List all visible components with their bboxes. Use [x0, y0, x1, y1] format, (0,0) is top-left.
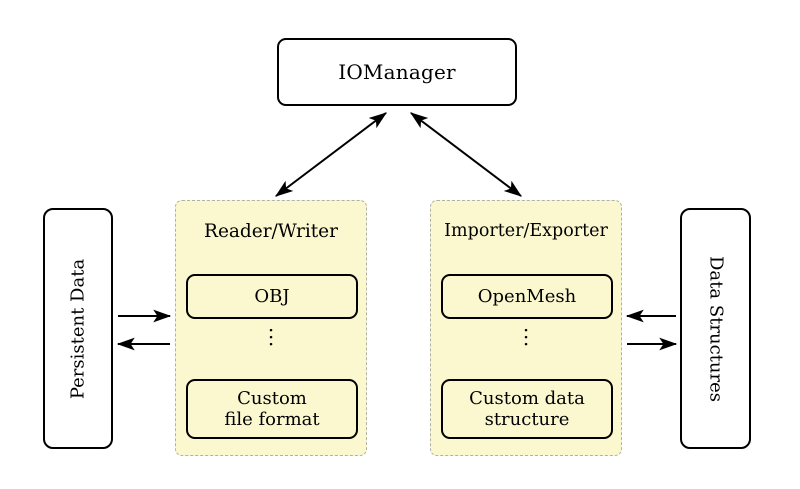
custom-data-structure-line1: Custom data	[469, 387, 585, 409]
node-openmesh: OpenMesh	[441, 274, 613, 319]
node-custom-data-structure-label: Custom data structure	[469, 388, 585, 430]
connector-reader-writer-manager	[275, 112, 387, 197]
importer-exporter-ellipsis: ⋅ ⋅ ⋅	[522, 318, 530, 356]
custom-data-structure-line2: structure	[484, 409, 570, 430]
node-data-structures: Data Structures	[680, 208, 751, 449]
group-reader-writer: Reader/Writer OBJ ⋅ ⋅ ⋅ Custom file form…	[175, 200, 367, 456]
group-importer-exporter-title: Importer/Exporter	[444, 221, 608, 241]
data-structures-label: Data Structures	[705, 255, 726, 402]
node-obj-label: OBJ	[254, 285, 290, 307]
group-reader-writer-title: Reader/Writer	[204, 221, 338, 242]
node-iomanager: IOManager	[277, 38, 517, 106]
node-custom-file-format-label: Custom file format	[224, 388, 319, 430]
node-obj: OBJ	[186, 274, 358, 319]
reader-writer-ellipsis: ⋅ ⋅ ⋅	[267, 318, 275, 356]
iomanager-label: IOManager	[338, 60, 456, 84]
connector-importer-exporter-manager	[410, 112, 522, 197]
custom-file-format-line1: Custom	[237, 387, 307, 409]
node-custom-file-format: Custom file format	[186, 379, 358, 439]
node-openmesh-label: OpenMesh	[477, 285, 577, 307]
node-persistent-data: Persistent Data	[43, 208, 113, 449]
persistent-data-label: Persistent Data	[67, 258, 89, 399]
custom-file-format-line2: file format	[224, 409, 320, 430]
node-custom-data-structure: Custom data structure	[441, 379, 613, 439]
group-importer-exporter: Importer/Exporter OpenMesh ⋅ ⋅ ⋅ Custom …	[430, 200, 622, 456]
